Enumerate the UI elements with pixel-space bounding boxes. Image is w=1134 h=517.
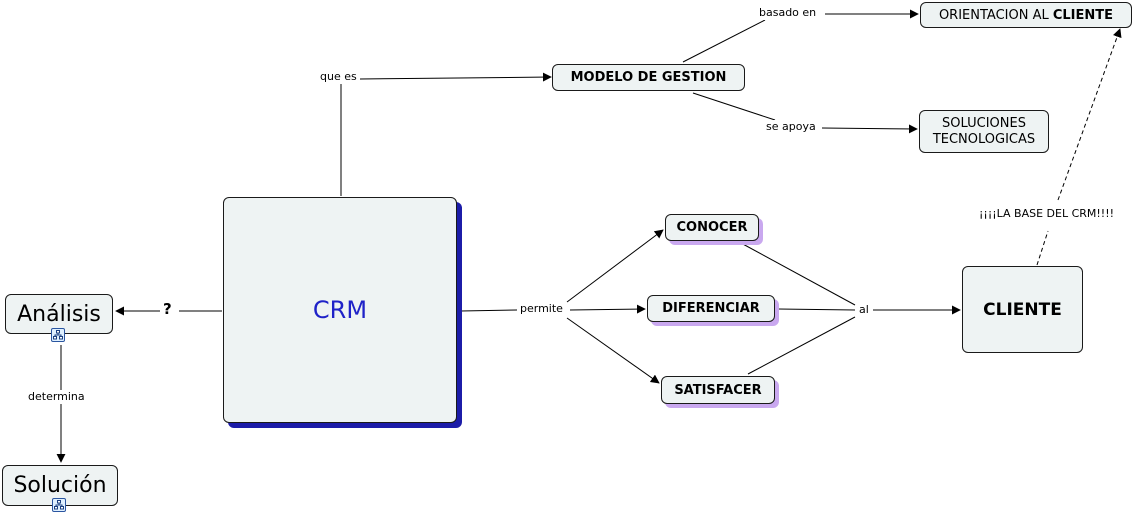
connector-permite-diferenciar xyxy=(569,304,646,314)
node-soluciones-line1: SOLUCIONES xyxy=(942,115,1026,131)
node-cliente[interactable]: CLIENTE xyxy=(962,266,1083,353)
concept-map-glyph xyxy=(53,330,63,340)
node-solucion-label: Solución xyxy=(13,473,107,498)
node-satisfacer-label: SATISFACER xyxy=(674,382,762,398)
link-que-es: que es xyxy=(318,70,359,84)
link-base-del-crm: ¡¡¡¡LA BASE DEL CRM!!!! xyxy=(977,207,1117,221)
concept-map-icon[interactable] xyxy=(51,328,65,342)
connector-modelo-basado xyxy=(682,19,766,63)
node-crm[interactable]: CRM xyxy=(223,197,457,423)
connector-cliente-base xyxy=(1036,230,1049,266)
node-crm-label: CRM xyxy=(312,296,368,324)
link-se-apoya: se apoya xyxy=(764,120,818,134)
node-satisfacer[interactable]: SATISFACER xyxy=(661,376,775,404)
connector-apoya-soluciones xyxy=(821,124,918,134)
connector-modelo-apoya xyxy=(692,92,776,121)
connector-diferenciar-al xyxy=(777,308,856,311)
link-al: al xyxy=(857,303,871,317)
connector-que-es-modelo xyxy=(359,72,552,82)
node-diferenciar-label: DIFERENCIAR xyxy=(662,301,760,316)
link-basado-en: basado en xyxy=(757,6,819,20)
node-cliente-label: CLIENTE xyxy=(983,299,1062,320)
node-modelo-label: MODELO DE GESTION xyxy=(570,70,727,85)
connector-permite-satisfacer xyxy=(566,317,660,384)
node-orientacion-prefix: ORIENTACION AL xyxy=(938,7,1053,23)
node-orientacion-al-cliente[interactable]: ORIENTACION AL CLIENTE xyxy=(920,2,1132,28)
node-soluciones-line2: TECNOLOGICAS xyxy=(932,131,1036,147)
concept-map-icon[interactable] xyxy=(52,498,66,512)
connector-base-orientacion xyxy=(1057,28,1122,201)
connector-permite-conocer xyxy=(566,229,664,303)
node-orientacion-strong: CLIENTE xyxy=(1052,7,1114,23)
link-determina: determina xyxy=(26,390,87,404)
connector-crm-permite xyxy=(460,309,518,312)
concept-map-glyph xyxy=(54,500,64,510)
connector-satisfacer-al xyxy=(747,316,856,375)
link-question: ? xyxy=(161,300,174,318)
node-analisis-label: Análisis xyxy=(17,301,101,327)
link-permite: permite xyxy=(518,302,565,316)
node-conocer[interactable]: CONOCER xyxy=(665,214,759,241)
node-soluciones-tecnologicas[interactable]: SOLUCIONES TECNOLOGICAS xyxy=(919,110,1049,153)
node-diferenciar[interactable]: DIFERENCIAR xyxy=(647,295,775,322)
node-modelo-de-gestion[interactable]: MODELO DE GESTION xyxy=(552,64,745,91)
connector-conocer-al xyxy=(740,242,856,306)
node-conocer-label: CONOCER xyxy=(676,220,748,235)
